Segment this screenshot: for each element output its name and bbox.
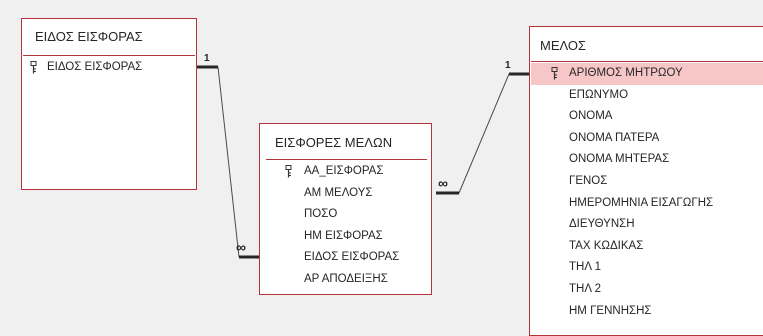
field-label: ΤΗΛ 1 [569,261,601,274]
field-label: ΓΕΝΟΣ [569,174,608,187]
field-row[interactable]: ΗΜΕΡΟΜΗΝΙΑ ΕΙΣΑΓΩΓΗΣ [531,193,763,215]
relationship-lines: 1 ∞ 1 ∞ [197,53,529,259]
field-row[interactable]: ΠΟΣΟ [261,204,430,226]
field-label: ΗΜ ΓΕΝΝΗΣΗΣ [569,304,652,317]
field-row[interactable]: ΕΙΔΟΣ ΕΙΣΦΟΡΑΣ [261,247,430,269]
field-row[interactable]: ΟΝΟΜΑ ΜΗΤΕΡΑΣ [531,149,763,171]
field-label: ΔΙΕΥΘΥΝΣΗ [569,218,635,231]
field-row[interactable]: ΗΜ ΓΕΝΝΗΣΗΣ [531,301,763,323]
field-label: ΗΜ ΕΙΣΦΟΡΑΣ [304,229,383,242]
field-label: ΕΙΔΟΣ ΕΙΣΦΟΡΑΣ [47,61,143,73]
field-row[interactable]: ΔΙΕΥΘΥΝΣΗ [531,214,763,236]
field-row[interactable]: ΟΝΟΜΑ [531,106,763,128]
field-label: ΑΡΙΘΜΟΣ ΜΗΤΡΩΟΥ [569,67,683,79]
field-row[interactable]: ΑΑ_ΕΙΣΦΟΡΑΣ [261,161,430,183]
field-label: ΕΙΔΟΣ ΕΙΣΦΟΡΑΣ [304,251,400,264]
field-list: ΑΑ_ΕΙΣΦΟΡΑΣ ΑΜ ΜΕΛΟΥΣ ΠΟΣΟ ΗΜ ΕΙΣΦΟΡΑΣ Ε… [261,161,430,291]
relationship-melos-eisfores[interactable]: 1 ∞ [436,60,529,195]
field-label: ΤΑΧ ΚΩΔΙΚΑΣ [569,239,644,252]
field-label: ΑΑ_ΕΙΣΦΟΡΑΣ [304,165,384,177]
table-melos[interactable]: ΜΕΛΟΣ ΑΡΙΘΜΟΣ ΜΗΤΡΩΟΥ ΕΠΩΝΥΜΟ ΟΝΟΜΑ ΟΝΟΜ… [529,26,763,336]
rel2-connector [458,73,510,194]
field-label: ΟΝΟΜΑ [569,110,613,123]
title-divider [531,61,763,62]
rel1-one-label: 1 [204,53,210,64]
table-title[interactable]: ΜΕΛΟΣ [540,38,587,53]
table-title[interactable]: ΕΙΣΦΟΡΕΣ ΜΕΛΩΝ [275,135,393,150]
field-row-selected[interactable]: ΑΡΙΘΜΟΣ ΜΗΤΡΩΟΥ [531,63,763,85]
field-list: ΑΡΙΘΜΟΣ ΜΗΤΡΩΟΥ ΕΠΩΝΥΜΟ ΟΝΟΜΑ ΟΝΟΜΑ ΠΑΤΕ… [531,63,763,322]
title-divider [23,55,195,56]
field-row[interactable]: ΑΜ ΜΕΛΟΥΣ [261,183,430,205]
field-row[interactable]: ΤΑΧ ΚΩΔΙΚΑΣ [531,236,763,258]
field-label: ΑΡ ΑΠΟΔΕΙΞΗΣ [304,272,388,285]
field-row[interactable]: ΤΗΛ 2 [531,279,763,301]
rel2-one-label: 1 [505,60,511,71]
field-label: ΟΝΟΜΑ ΜΗΤΕΡΑΣ [569,153,670,166]
rel1-many-label: ∞ [236,239,246,255]
field-label: ΠΟΣΟ [304,208,338,221]
relationship-eidos-eisfores[interactable]: 1 ∞ [197,53,259,259]
field-row[interactable]: ΤΗΛ 1 [531,257,763,279]
key-icon [285,165,292,178]
field-list: ΕΙΔΟΣ ΕΙΣΦΟΡΑΣ [23,57,195,79]
field-row[interactable]: ΗΜ ΕΙΣΦΟΡΑΣ [261,226,430,248]
field-row[interactable]: ΓΕΝΟΣ [531,171,763,193]
field-row[interactable]: ΕΠΩΝΥΜΟ [531,85,763,107]
field-label: ΗΜΕΡΟΜΗΝΙΑ ΕΙΣΑΓΩΓΗΣ [569,196,714,209]
title-divider [266,159,427,160]
table-eidos-eisforas[interactable]: ΕΙΔΟΣ ΕΙΣΦΟΡΑΣ ΕΙΔΟΣ ΕΙΣΦΟΡΑΣ [21,18,197,190]
field-row[interactable]: ΕΙΔΟΣ ΕΙΣΦΟΡΑΣ [23,57,195,79]
key-icon [30,61,37,74]
field-label: ΑΜ ΜΕΛΟΥΣ [304,186,373,199]
key-icon [551,67,558,80]
table-title[interactable]: ΕΙΔΟΣ ΕΙΣΦΟΡΑΣ [35,29,143,44]
rel1-connector [217,66,240,258]
field-row[interactable]: ΑΡ ΑΠΟΔΕΙΞΗΣ [261,269,430,291]
rel2-many-label: ∞ [438,175,448,191]
field-label: ΕΠΩΝΥΜΟ [569,88,629,101]
field-label: ΟΝΟΜΑ ΠΑΤΕΡΑ [569,131,660,144]
table-eisfores-melon[interactable]: ΕΙΣΦΟΡΕΣ ΜΕΛΩΝ ΑΑ_ΕΙΣΦΟΡΑΣ ΑΜ ΜΕΛΟΥΣ ΠΟΣ… [259,123,432,295]
field-label: ΤΗΛ 2 [569,282,601,295]
field-row[interactable]: ΟΝΟΜΑ ΠΑΤΕΡΑ [531,128,763,150]
